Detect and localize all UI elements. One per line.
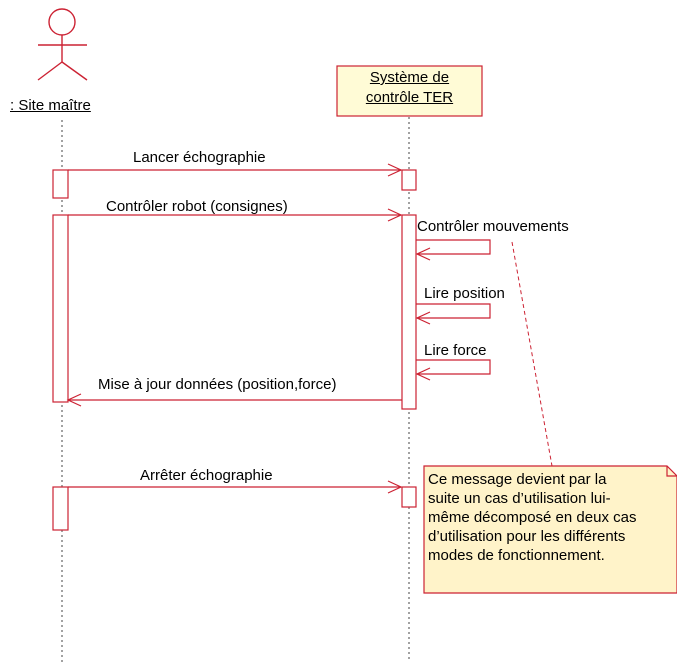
- actor-activation-3: [52, 486, 69, 531]
- arrowhead-1: [387, 163, 403, 177]
- message-label-1: Lancer échographie: [133, 149, 266, 166]
- arrowhead-6: [66, 393, 82, 407]
- system-object-box: [336, 65, 483, 117]
- note-text: Ce message devient par la suite un cas d…: [428, 471, 637, 564]
- arrowhead-2: [387, 208, 403, 222]
- message-arrow-3: [416, 239, 491, 255]
- message-label-4: Lire position: [424, 285, 505, 302]
- message-label-3: Contrôler mouvements: [417, 218, 569, 235]
- message-label-7: Arrêter échographie: [140, 467, 273, 484]
- system-activation-1: [401, 169, 417, 191]
- actor-activation-2: [52, 214, 69, 403]
- message-label-5: Lire force: [424, 342, 487, 359]
- arrowhead-7: [387, 480, 403, 494]
- system-object-label: Système de contrôle TER: [337, 68, 482, 108]
- message-arrow-5: [416, 359, 491, 375]
- actor-activation-1: [52, 169, 69, 199]
- arrowhead-5: [415, 367, 431, 381]
- arrowhead-3: [415, 247, 431, 261]
- note-anchor-line: [511, 241, 553, 467]
- actor-label: : Site maître: [10, 97, 91, 114]
- actor-icon: [37, 8, 88, 81]
- system-label-line2: contrôle TER: [365, 89, 454, 106]
- system-activation-2: [401, 214, 417, 410]
- message-arrow-4: [416, 303, 491, 319]
- system-activation-3: [401, 486, 417, 508]
- message-label-2: Contrôler robot (consignes): [106, 198, 288, 215]
- system-label-line1: Système de: [369, 69, 450, 86]
- note-shape: [423, 465, 677, 594]
- arrowhead-4: [415, 311, 431, 325]
- message-label-6: Mise à jour données (position,force): [98, 376, 337, 393]
